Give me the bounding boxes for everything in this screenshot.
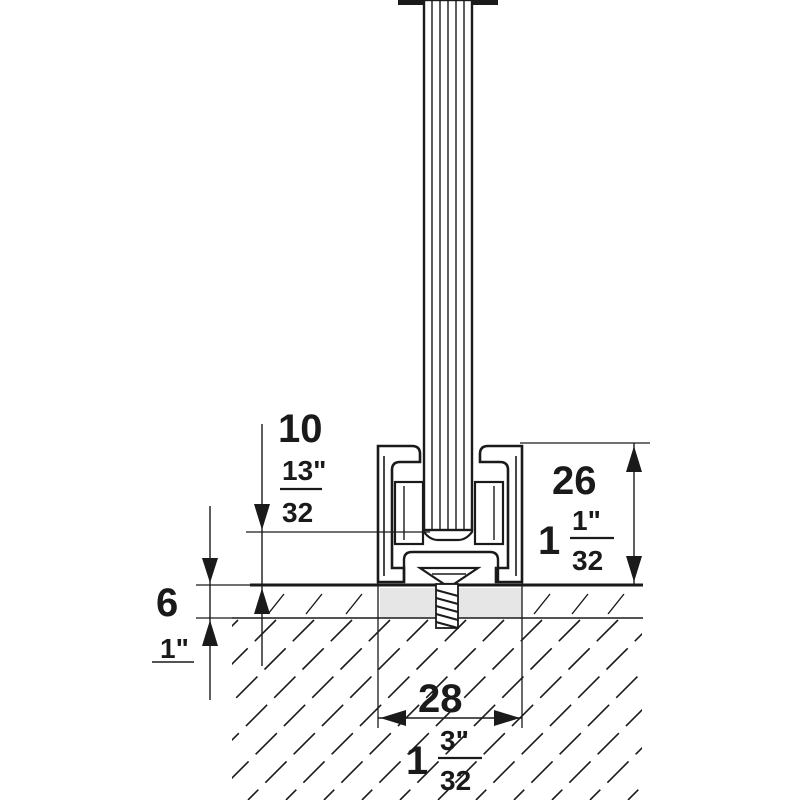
hatch-line [323,619,505,800]
hatch-line [232,619,391,780]
hatch-line [247,619,429,800]
track-width-inch-numerator: 3" [440,725,469,756]
track-width-inch-whole: 1 [406,739,428,783]
hatch-line [232,619,277,666]
hatch-line [513,670,642,800]
hatch-line [627,784,642,800]
hatch-line [232,619,353,742]
hatch-line [399,619,581,800]
hatch-line [285,619,467,800]
track-height-mm: 26 [552,459,597,503]
overall-height-inch-numerator: 13" [282,455,326,486]
door-panel [398,0,498,532]
floor-surface-hatch [267,593,625,615]
floor-recess-inch: 1" [160,633,189,664]
dimension-overall-height [246,424,430,666]
floor-hatching [232,619,642,800]
hatch-line [232,619,239,628]
overall-height-inch-denominator: 32 [282,497,313,528]
hatch-line [475,632,642,800]
hatch-line [361,619,543,800]
dimension-track-height [520,442,650,585]
overall-height-mm: 10 [278,407,323,451]
track-width-inch-denominator: 32 [440,765,471,796]
floor-recess-mm: 6 [156,581,178,625]
dimension-floor-recess [152,506,218,700]
dimension-track-width [378,710,522,726]
track-height-inch-denominator: 32 [572,545,603,576]
track-profile [376,444,524,584]
track-width-mm: 28 [418,677,463,721]
hatch-line [589,746,642,800]
track-height-inch-numerator: 1" [572,505,601,536]
hatch-line [437,619,619,800]
track-height-inch-whole: 1 [538,519,560,563]
hatch-line [551,708,642,800]
hatch-line [232,619,315,704]
screw [416,566,482,629]
